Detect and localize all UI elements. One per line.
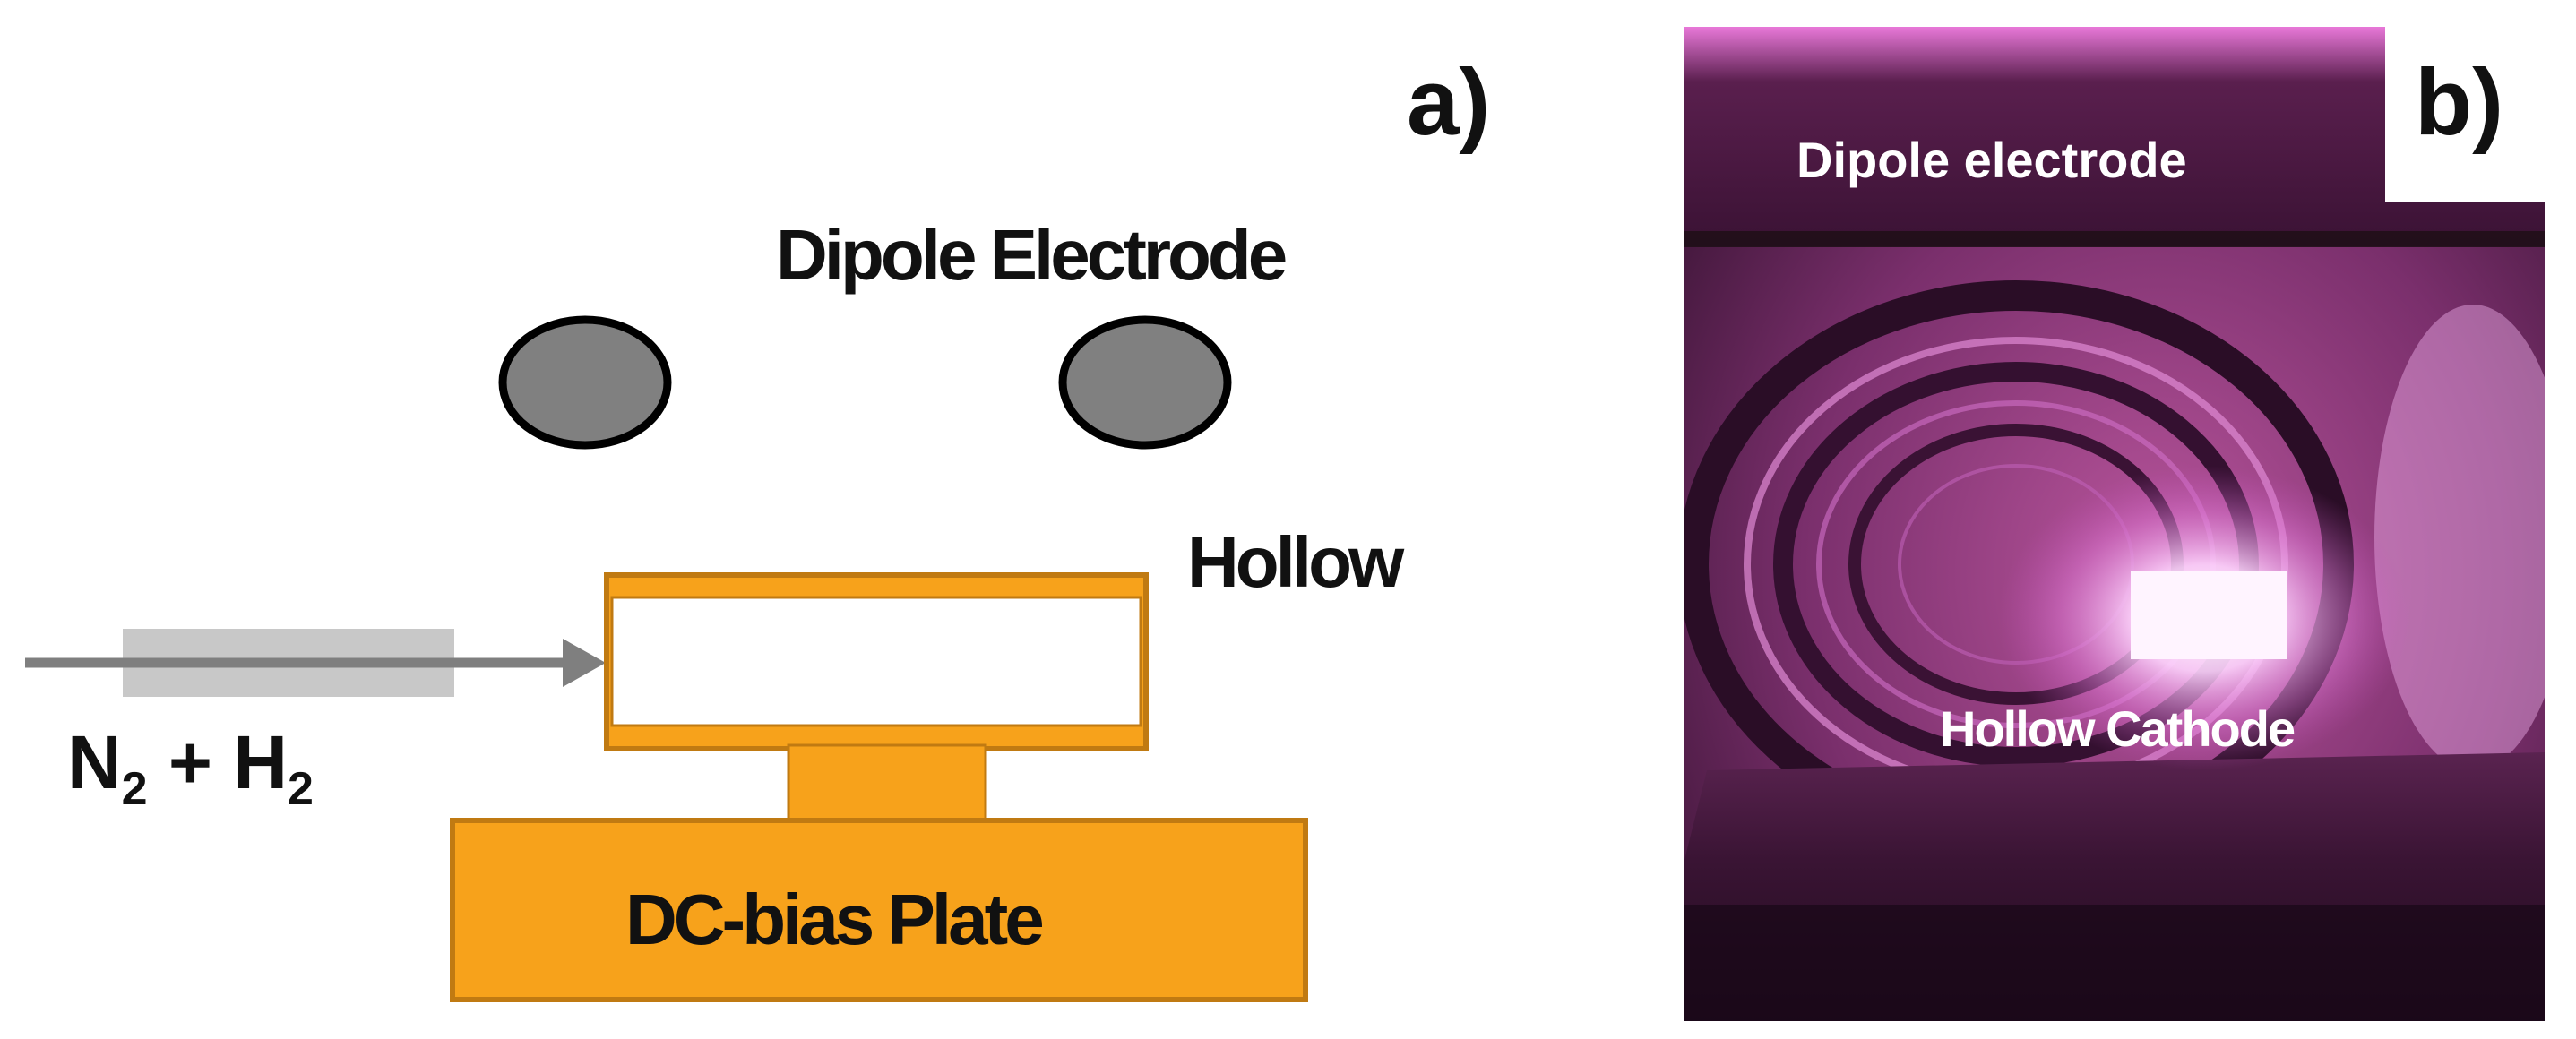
dipole-electrode-right bbox=[1058, 315, 1232, 450]
photo-dipole-label: Dipole electrode bbox=[1796, 132, 2187, 188]
hollow-cathode-bright-spot bbox=[2131, 571, 2287, 659]
plate-label: DC-bias Plate bbox=[625, 880, 1042, 959]
panel-a-label: a) bbox=[1407, 50, 1490, 155]
gas-flow-arrow-head bbox=[563, 639, 606, 687]
panel-b-label: b) bbox=[2415, 50, 2503, 155]
gas-mixture-label: N2 + H2 bbox=[67, 720, 314, 815]
panel-b-label-box bbox=[2385, 27, 2545, 202]
cathode-support-post bbox=[787, 743, 987, 827]
dc-bias-plate bbox=[450, 818, 1308, 1002]
hollow-cathode-cavity bbox=[610, 596, 1142, 727]
dipole-electrode-left bbox=[498, 315, 672, 450]
photo-cathode-label: Hollow Cathode bbox=[1940, 700, 2295, 757]
chamber-glow-right bbox=[2374, 305, 2545, 770]
dipole-electrode-label: Dipole Electrode bbox=[776, 215, 1286, 295]
hollow-label: Hollow bbox=[1187, 522, 1405, 602]
schematic-panel: a) Dipole Electrode Hollow DC-bias Plate… bbox=[25, 50, 1490, 1002]
